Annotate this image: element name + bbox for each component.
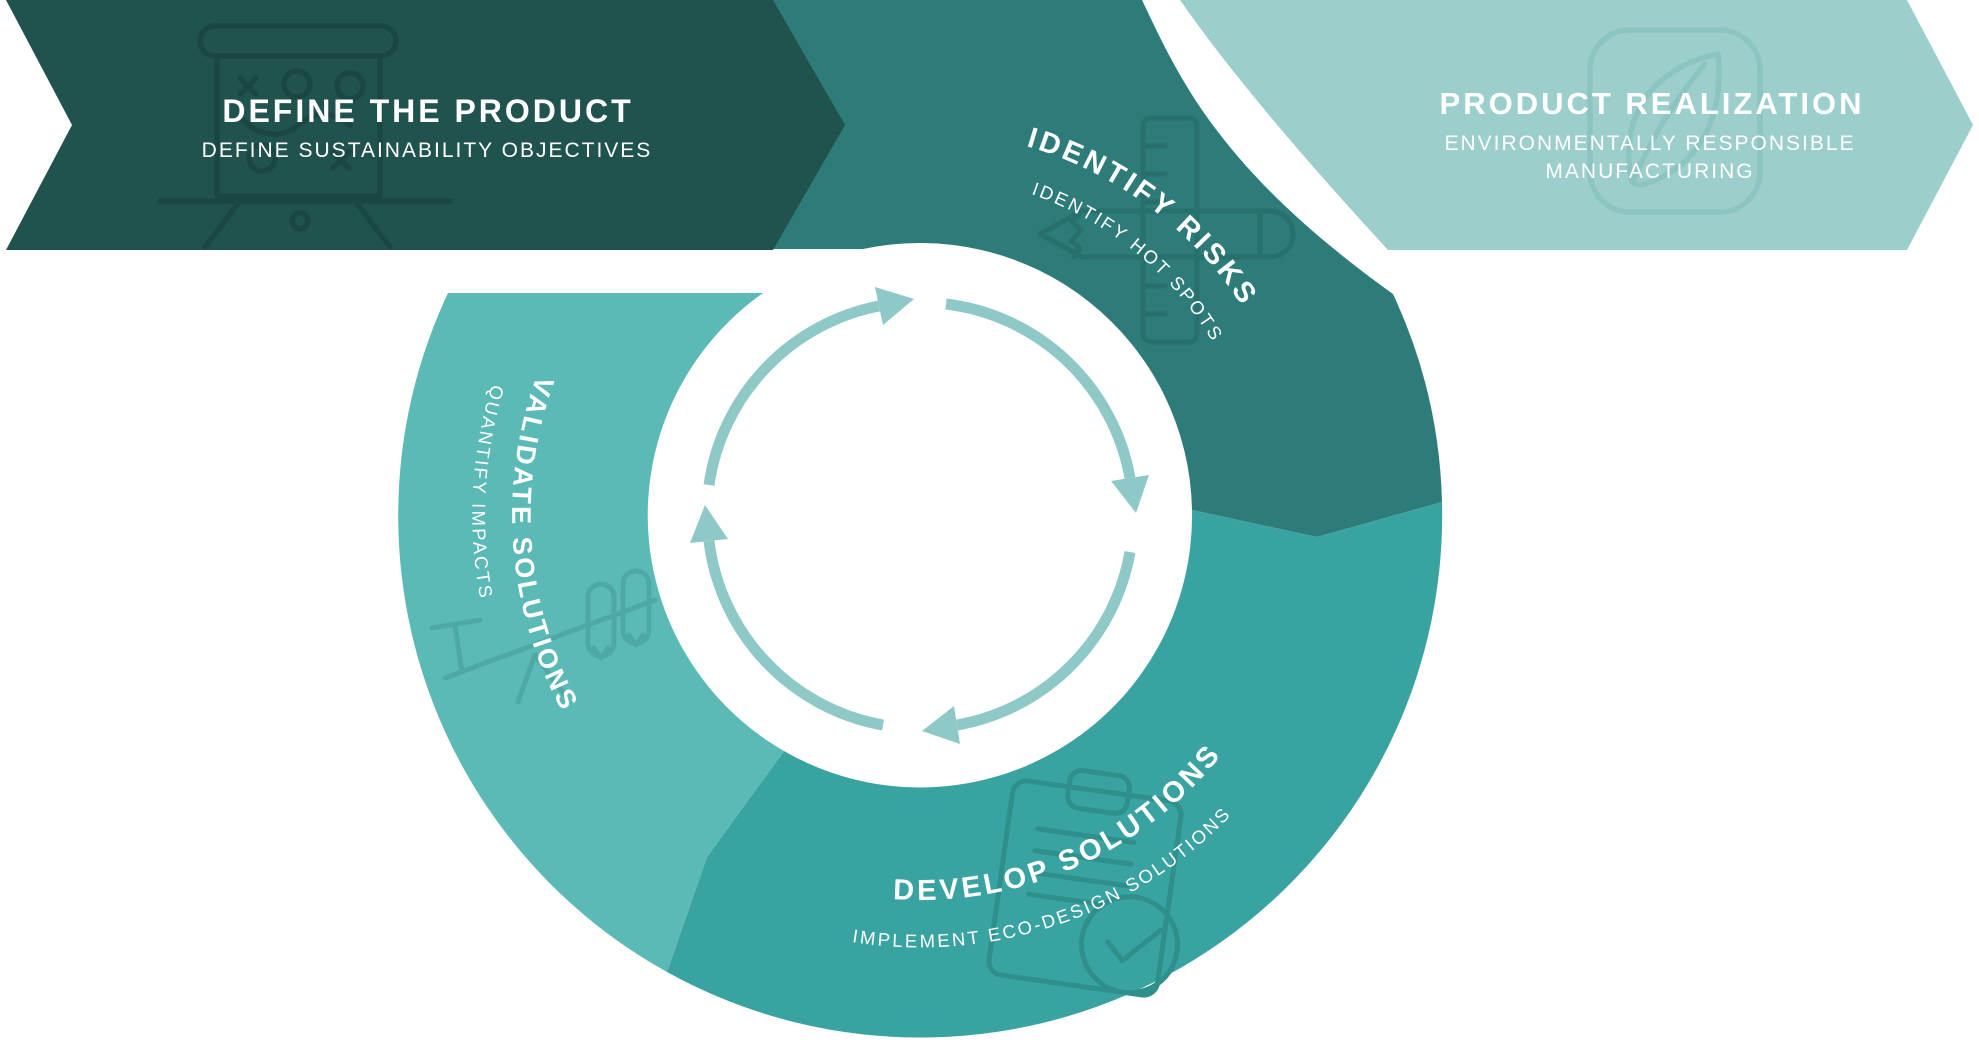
cycle-arc-top-right: [945, 298, 1136, 479]
product-realization-subtitle-line1: ENVIRONMENTALLY RESPONSIBLE: [1444, 132, 1855, 155]
segment-develop-solutions: DEVELOP SOLUTIONS IMPLEMENT ECO-DESIGN S…: [667, 502, 1443, 1038]
product-realization-title: PRODUCT REALIZATION: [1440, 86, 1865, 121]
presentation-board-icon: [157, 23, 453, 250]
product-realization-banner: PRODUCT REALIZATION ENVIRONMENTALLY RESP…: [1180, 0, 1973, 250]
balance-scale-icon: [429, 568, 658, 705]
product-realization-subtitle-line2: MANUFACTURING: [1545, 160, 1754, 183]
product-realization-banner-shape: [1180, 0, 1973, 250]
cycle-arc-bottom-left: [703, 540, 884, 731]
cycle-arrowhead-top: [875, 287, 914, 325]
cycle-arrowhead-bottom: [922, 706, 960, 744]
clipboard-check-icon: [986, 768, 1184, 998]
leaf-icon: [1587, 27, 1763, 215]
segment-identify-risks-shape: [773, 0, 1442, 537]
segment-validate-solutions-shape: [398, 293, 784, 972]
define-product-title: DEFINE THE PRODUCT: [222, 93, 633, 129]
cycle-arrowhead-left: [690, 505, 728, 543]
cycle-arc-right-bottom: [956, 551, 1136, 731]
pencil-ruler-icon: [1037, 115, 1296, 345]
cycle-arrows-icon: [690, 287, 1149, 744]
segment-validate-solutions: VALIDATE SOLUTIONS QUANTIFY IMPACTS: [398, 293, 784, 972]
cycle-arc-left-top: [703, 300, 881, 486]
segment-develop-solutions-shape: [667, 502, 1443, 1038]
define-product-banner: DEFINE THE PRODUCT DEFINE SUSTAINABILITY…: [6, 0, 845, 250]
define-product-subtitle: DEFINE SUSTAINABILITY OBJECTIVES: [202, 139, 653, 162]
cycle-arrowhead-right: [1111, 475, 1149, 513]
